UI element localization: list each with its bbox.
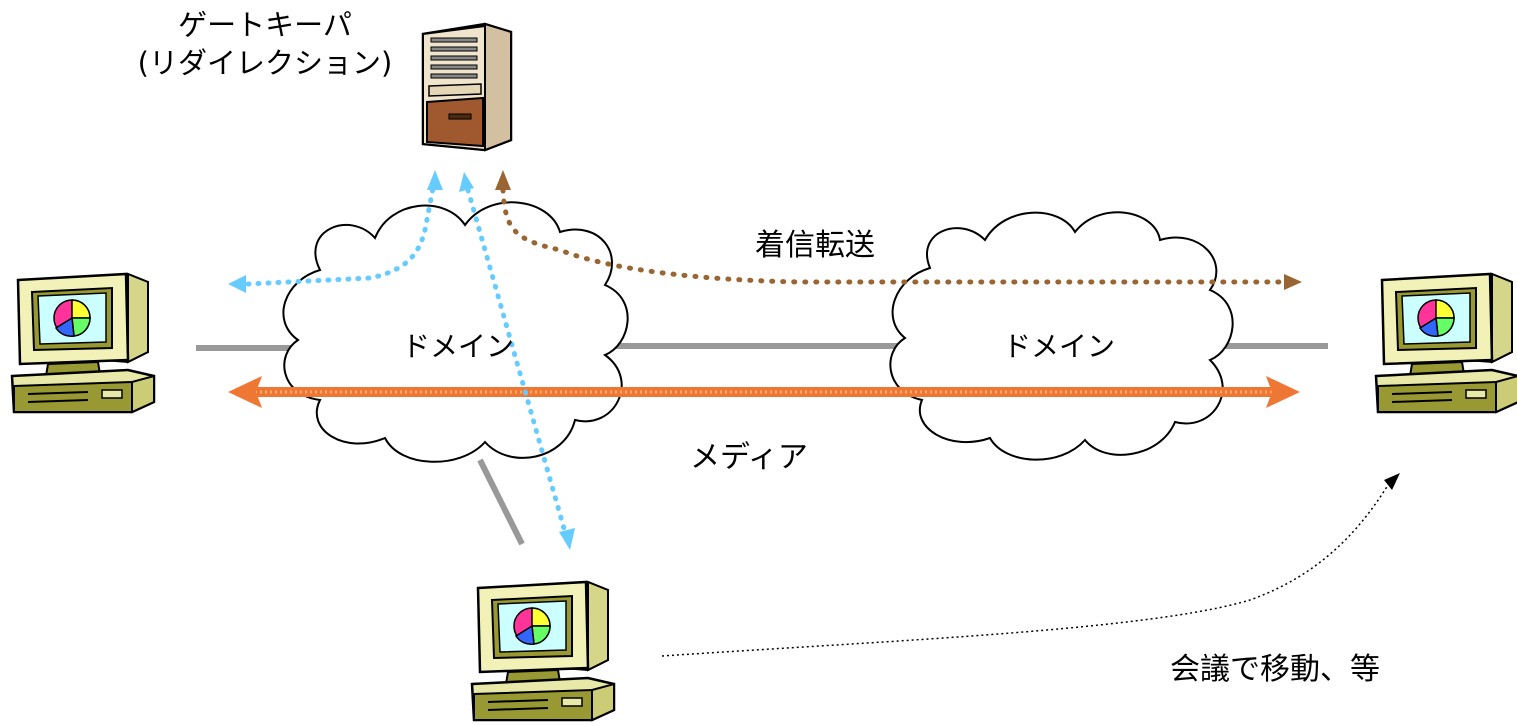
gatekeeper-label-line1: ゲートキーパ xyxy=(178,8,352,42)
terminal-left-icon xyxy=(10,272,156,414)
terminal-bottom-icon xyxy=(470,580,616,722)
move-label: 会議で移動、等 xyxy=(1170,652,1380,687)
call-forwarding-label: 着信転送 xyxy=(755,228,875,263)
call-forwarding-arrow xyxy=(495,170,1302,290)
gatekeeper-label-line2: (リダイレクション) xyxy=(137,46,393,80)
domain-left-label: ドメイン xyxy=(402,330,515,363)
media-arrow xyxy=(228,376,1300,408)
gatekeeper-server-icon xyxy=(421,22,513,152)
move-arrow xyxy=(661,473,1400,657)
signal-bottom-gatekeeper-arrow xyxy=(459,172,575,550)
media-label: メディア xyxy=(690,440,808,475)
gatekeeper-label: ゲートキーパ (リダイレクション) xyxy=(120,6,410,82)
terminal-right-icon xyxy=(1374,272,1517,414)
domain-right-label: ドメイン xyxy=(1003,330,1116,363)
link-bottom-terminal xyxy=(477,458,525,546)
domain-cloud-right xyxy=(889,211,1234,461)
signal-left-gatekeeper-arrow xyxy=(228,170,443,293)
